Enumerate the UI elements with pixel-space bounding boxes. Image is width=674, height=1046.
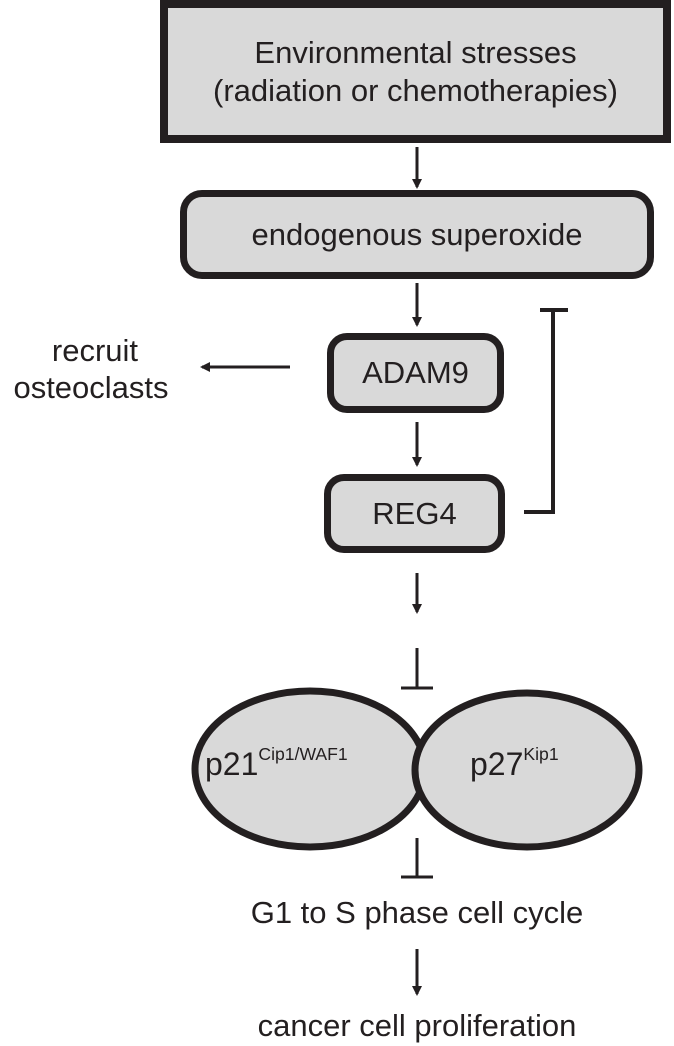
environmental-stresses-line1: Environmental stresses	[254, 35, 577, 71]
recruit-osteoclasts-label: recruit osteoclasts	[0, 332, 182, 406]
cancer-cell-proliferation-label: cancer cell proliferation	[257, 1008, 577, 1043]
p27-oval	[411, 689, 643, 851]
feedback-inhibition-reg4-superoxide	[524, 310, 555, 514]
environmental-stresses-box: Environmental stresses (radiation or che…	[160, 0, 671, 143]
p21-label: p21Cip1/WAF1	[205, 745, 348, 782]
adam9-label: ADAM9	[362, 355, 469, 390]
endogenous-superoxide-box: endogenous superoxide	[180, 190, 654, 279]
reg4-box: REG4	[324, 474, 505, 553]
p21-label-base: p21	[205, 746, 259, 782]
p21-label-superscript: Cip1/WAF1	[258, 744, 348, 765]
recruit-label-line1: recruit	[51, 333, 139, 368]
p27-label: p27Kip1	[470, 745, 559, 782]
p27-label-base: p27	[470, 746, 524, 782]
adam9-box: ADAM9	[327, 333, 504, 413]
cell-cycle-label: G1 to S phase cell cycle	[250, 895, 584, 930]
environmental-stresses-line2: (radiation or chemotherapies)	[213, 72, 618, 108]
endogenous-superoxide-label: endogenous superoxide	[251, 216, 583, 252]
p27-label-superscript: Kip1	[523, 744, 559, 765]
reg4-label: REG4	[372, 495, 457, 531]
recruit-label-line2: osteoclasts	[13, 370, 169, 406]
